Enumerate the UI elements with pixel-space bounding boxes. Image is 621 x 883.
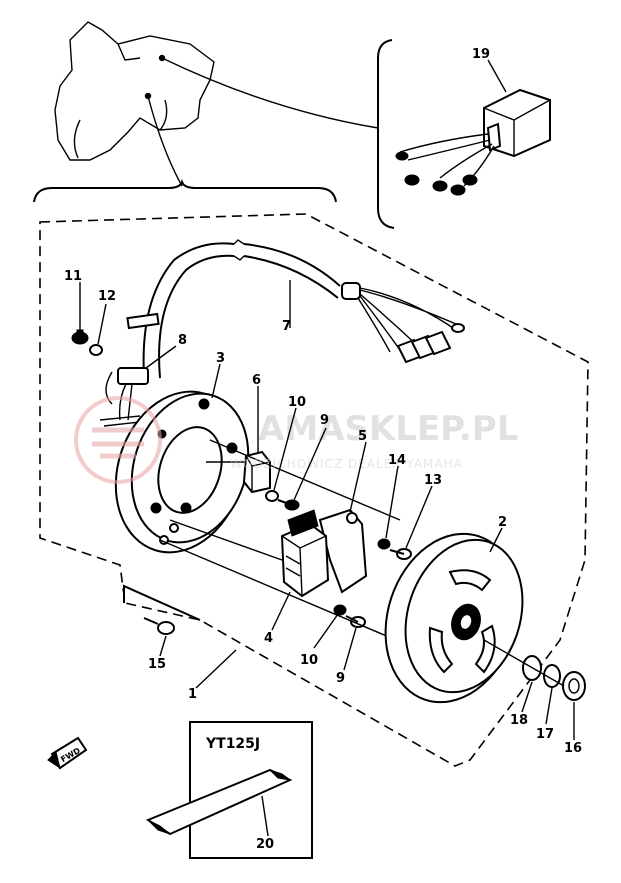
washer-14 [89, 344, 103, 356]
model-label: YT125J [205, 736, 260, 752]
watermark-tagline: WODZICHOWICZ DEALER YAMAHA [230, 457, 463, 471]
screw-15 [143, 617, 175, 635]
callout-7: 7 [282, 319, 291, 334]
rubber-strap [145, 768, 293, 836]
callout-16: 16 [564, 741, 582, 756]
cdi-unit [395, 88, 551, 196]
watermark: AMASKLEP.PL WODZICHOWICZ DEALER YAMAHA [74, 396, 518, 484]
cdi-inset-frame [377, 39, 395, 229]
callout-9-lower: 9 [336, 671, 345, 686]
callout-2: 2 [498, 515, 507, 530]
callout-14: 12 [98, 289, 116, 304]
callout-11: 13 [424, 473, 442, 488]
assembly-line-d [483, 639, 565, 687]
callout-5: 5 [358, 429, 367, 444]
callout-17: 17 [536, 727, 554, 742]
callout-10-upper: 10 [288, 395, 306, 410]
screw-15-bracket [123, 584, 201, 621]
callout-labels: 19 11 12 8 3 6 7 10 9 5 14 13 2 4 10 9 1… [64, 47, 582, 852]
washer-10-upper [265, 490, 279, 502]
group-brace [33, 178, 337, 203]
watermark-logo [74, 396, 162, 484]
assembly-line-b [159, 539, 397, 641]
screw-9-lower [345, 615, 366, 628]
wire-harness [126, 239, 465, 379]
callout-18: 18 [510, 713, 528, 728]
callout-1: 1 [188, 687, 197, 702]
callout-10-lower: 10 [300, 653, 318, 668]
wire-grommet [99, 367, 149, 427]
callout-15: 15 [148, 657, 166, 672]
callout-leaders [79, 59, 575, 837]
stator-base-plate [114, 390, 250, 554]
watermark-logo-mark [92, 427, 144, 459]
assembly-dashed-boundary [39, 213, 589, 767]
washer-10-lower [333, 604, 347, 616]
assembly-line-c [209, 439, 401, 521]
model-box: YT125J [145, 721, 313, 859]
washer-12 [377, 538, 391, 550]
callout-12: 14 [388, 453, 406, 468]
forward-direction-tag: FWD [47, 736, 88, 770]
assembly-line-a [169, 519, 283, 561]
callout-19: 19 [472, 47, 490, 62]
screw-9-upper [277, 499, 300, 511]
callout-20: 20 [256, 837, 274, 852]
callout-8: 8 [178, 333, 187, 348]
callout-9-upper: 9 [320, 413, 329, 428]
callout-3: 3 [216, 351, 225, 366]
callout-4: 4 [264, 631, 273, 646]
callout-6: 6 [252, 373, 261, 388]
nut-16 [562, 671, 586, 701]
flywheel-rotor [384, 532, 524, 704]
leader-to-magneto [147, 95, 183, 187]
screw-11 [389, 548, 412, 560]
leader-to-cdi [161, 57, 379, 129]
callout-13: 11 [64, 269, 82, 284]
atv-silhouette [54, 21, 215, 161]
screw-13 [71, 329, 89, 345]
watermark-brand: AMASKLEP.PL [258, 409, 518, 449]
lighting-coil [280, 509, 330, 598]
